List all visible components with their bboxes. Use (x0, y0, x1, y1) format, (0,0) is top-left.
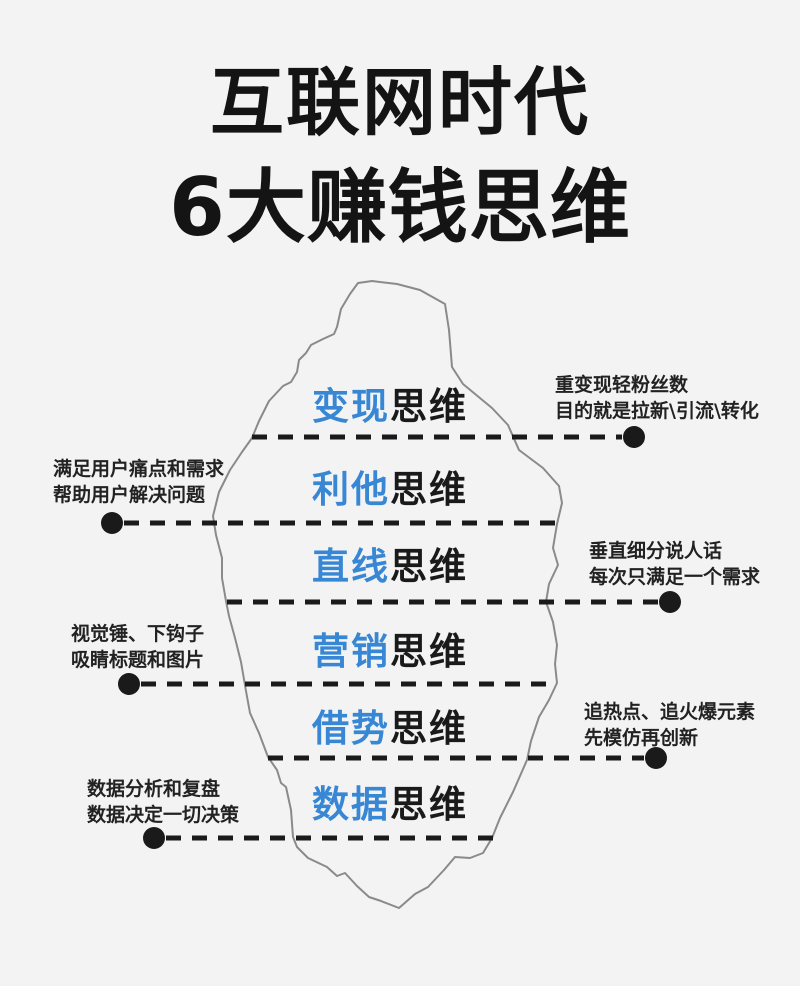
iceberg-item-data: 数据思维 (220, 774, 560, 828)
annotation-data: 数据分析和复盘 数据决定一切决策 (87, 776, 239, 828)
annotation-line-2: 目的就是拉新\引流\转化 (555, 400, 759, 422)
connector-dot-1 (623, 426, 645, 448)
annotation-leverage: 追热点、追火爆元素 先模仿再创新 (584, 699, 755, 751)
annotation-line-2: 每次只满足一个需求 (589, 566, 761, 588)
item-suffix: 思维 (390, 545, 468, 588)
annotation-altruism: 满足用户痛点和需求 帮助用户解决问题 (53, 456, 224, 508)
annotation-line-1: 视觉锤、下钩子 (71, 623, 205, 645)
item-keyword: 借势 (312, 707, 390, 750)
annotation-marketing: 视觉锤、下钩子 吸睛标题和图片 (71, 621, 204, 673)
poster-title: 互联网时代 6大赚钱思维 (0, 66, 800, 248)
iceberg-outline (212, 280, 563, 909)
annotation-straight-line: 垂直细分说人话 每次只满足一个需求 (589, 538, 760, 590)
item-suffix: 思维 (390, 783, 468, 826)
annotation-line-2: 吸睛标题和图片 (71, 649, 205, 671)
title-line-2: 6大赚钱思维 (169, 161, 631, 254)
annotation-line-1: 满足用户痛点和需求 (53, 458, 225, 480)
iceberg-item-monetization: 变现思维 (220, 376, 560, 430)
title-line-1: 互联网时代 (210, 60, 590, 146)
connector-dot-5 (645, 747, 667, 769)
iceberg-item-leverage: 借势思维 (220, 698, 560, 752)
annotation-line-1: 数据分析和复盘 (87, 778, 221, 800)
iceberg-item-marketing: 营销思维 (220, 621, 560, 675)
annotation-line-2: 帮助用户解决问题 (53, 484, 206, 506)
annotation-line-1: 重变现轻粉丝数 (555, 374, 689, 396)
item-keyword: 利他 (312, 468, 390, 511)
connector-dot-6 (143, 827, 165, 849)
iceberg-item-altruism: 利他思维 (220, 459, 560, 513)
item-keyword: 数据 (312, 783, 390, 826)
item-keyword: 直线 (312, 545, 390, 588)
connector-dot-3 (659, 591, 681, 613)
item-suffix: 思维 (390, 385, 468, 428)
annotation-line-2: 先模仿再创新 (584, 727, 699, 749)
connector-dot-4 (118, 673, 140, 695)
annotation-line-2: 数据决定一切决策 (87, 804, 240, 826)
item-suffix: 思维 (390, 630, 468, 673)
iceberg-item-straight-line: 直线思维 (220, 536, 560, 590)
item-suffix: 思维 (390, 707, 468, 750)
item-keyword: 变现 (312, 385, 390, 428)
connector-dot-2 (101, 512, 123, 534)
annotation-line-1: 追热点、追火爆元素 (584, 701, 756, 723)
annotation-line-1: 垂直细分说人话 (589, 540, 723, 562)
annotation-monetization: 重变现轻粉丝数 目的就是拉新\引流\转化 (555, 372, 759, 424)
item-keyword: 营销 (312, 630, 390, 673)
item-suffix: 思维 (390, 468, 468, 511)
